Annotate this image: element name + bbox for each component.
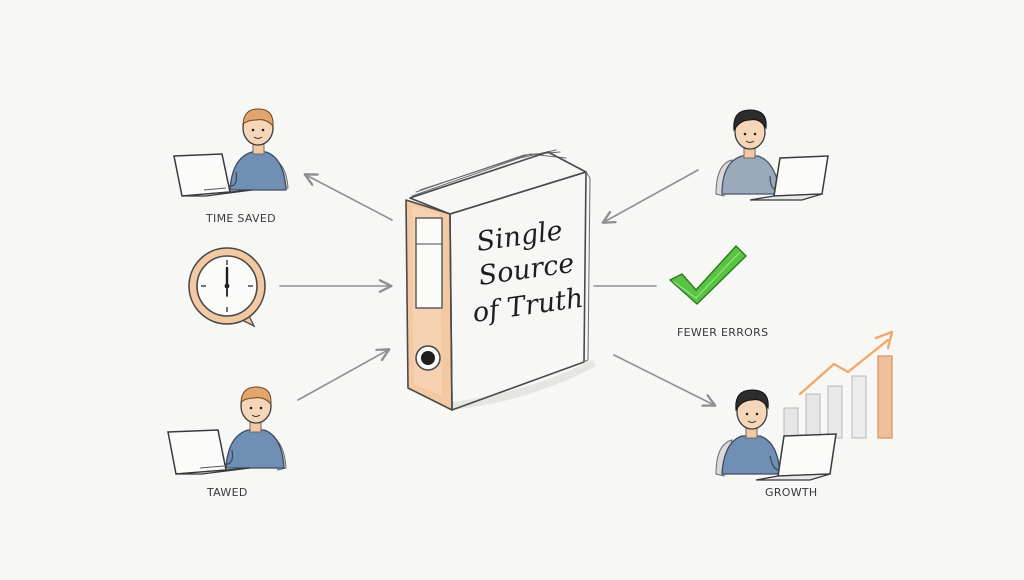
label-time-saved: TIME SAVED <box>206 212 276 225</box>
binder-icon: Single Source of Truth <box>405 149 596 411</box>
laptop-user-icon <box>715 109 829 201</box>
label-fewer-errors: FEWER ERRORS <box>677 326 769 339</box>
laptop-user-icon <box>173 108 289 197</box>
laptop-user-icon <box>167 386 287 475</box>
label-tawed: TAWED <box>207 486 248 499</box>
clock-icon <box>188 247 266 328</box>
arrow-from-top-right <box>601 169 699 224</box>
arrow-from-bottom-left <box>297 348 391 401</box>
check-mark-icon <box>669 245 747 305</box>
arrow-to-top-left <box>303 173 393 221</box>
label-growth: GROWTH <box>765 486 818 499</box>
growth-chart-icon <box>783 330 894 439</box>
laptop-user-icon <box>715 389 837 481</box>
arrow-to-bottom-right <box>613 354 717 407</box>
arrows <box>279 169 717 407</box>
